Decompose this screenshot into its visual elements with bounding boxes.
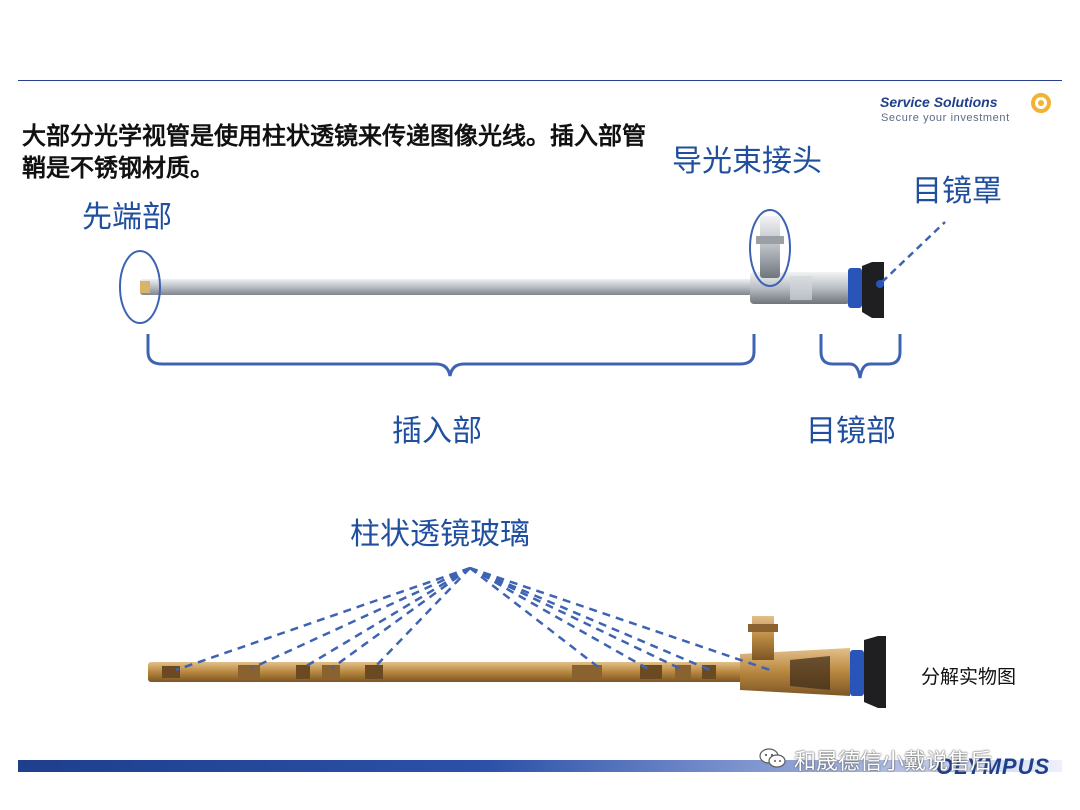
wechat-icon: [759, 748, 786, 768]
blue-ring: [848, 268, 862, 308]
label-eyepiece-cap: 目镜罩: [912, 174, 1002, 209]
service-solutions-brand: Service Solutions Secure your investment: [880, 93, 1060, 130]
top-rule: [18, 80, 1062, 81]
watermark-text: 和晟德信小戴说售后: [794, 750, 993, 775]
shaft-tip: [140, 281, 150, 293]
label-tip: 先端部: [82, 200, 172, 235]
caption-disassembled-photo: 分解实物图: [921, 666, 1017, 688]
eyepiece-bracket: [819, 334, 902, 379]
cutaway-endoscope: [148, 566, 886, 708]
tip-highlight-oval: [119, 250, 161, 324]
cutaway-light-post: [752, 616, 774, 660]
rigid-endoscope: [119, 209, 946, 379]
service-ring-icon: [1031, 93, 1051, 113]
label-insertion-section: 插入部: [392, 414, 482, 449]
cutaway-blue-ring: [850, 650, 864, 696]
bottom-gradient-bar: [18, 760, 1062, 772]
insertion-bracket: [146, 334, 756, 377]
olympus-logo: OLYMPUS: [936, 754, 1051, 779]
label-light-guide-connector: 导光束接头: [672, 144, 822, 179]
light-guide-post: [760, 216, 780, 278]
headline-text: 大部分光学视管是使用柱状透镜来传递图像光线。插入部管鞘是不锈钢材质。: [22, 122, 646, 182]
label-eyepiece-section: 目镜部: [806, 414, 896, 449]
eyepiece-cup: [862, 262, 884, 318]
brand-name: Service Solutions: [880, 94, 998, 110]
brand-tagline: Secure your investment: [881, 112, 1010, 124]
eyecap-leader: [881, 221, 946, 283]
label-rod-lens-glass: 柱状透镜玻璃: [350, 517, 530, 552]
insertion-shaft: [140, 279, 752, 295]
cutaway-eyepiece-cup: [864, 636, 886, 708]
connector-highlight-oval: [749, 209, 791, 287]
rod-lens-leaders: [175, 566, 771, 672]
